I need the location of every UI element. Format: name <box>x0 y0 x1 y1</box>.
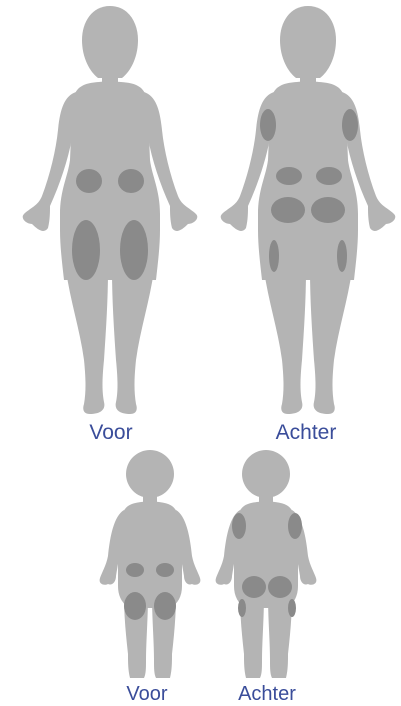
injection-site-buttock-left <box>271 197 305 223</box>
injection-site-lower-back-right <box>316 167 342 185</box>
injection-site-outer-thigh-left <box>269 240 279 272</box>
adult-back-label: Achter <box>264 421 348 445</box>
injection-site-thigh-left <box>72 220 100 280</box>
injection-site-child-buttock-left <box>242 576 266 598</box>
child-front-label: Voor <box>112 682 182 706</box>
injection-site-thigh-right <box>120 220 148 280</box>
injection-site-outer-thigh-right <box>337 240 347 272</box>
injection-site-child-outer-thigh-left <box>238 599 246 617</box>
injection-site-child-thigh-right <box>154 592 176 620</box>
injection-site-child-abdomen-left <box>126 563 144 577</box>
injection-site-abdomen-left <box>76 169 102 193</box>
child-back-label: Achter <box>225 682 309 706</box>
injection-site-abdomen-right <box>118 169 144 193</box>
injection-site-upper-arm-right <box>342 109 358 141</box>
injection-site-child-upper-arm-right <box>288 513 302 539</box>
injection-site-buttock-right <box>311 197 345 223</box>
injection-site-child-abdomen-right <box>156 563 174 577</box>
injection-site-lower-back-left <box>276 167 302 185</box>
adult-front-label: Voor <box>76 421 146 445</box>
injection-site-child-upper-arm-left <box>232 513 246 539</box>
child-front-figure <box>100 450 201 678</box>
adult-front-figure <box>23 6 198 414</box>
injection-site-child-outer-thigh-right <box>288 599 296 617</box>
adult-back-figure <box>221 6 396 414</box>
injection-site-child-thigh-left <box>124 592 146 620</box>
injection-site-child-buttock-right <box>268 576 292 598</box>
injection-site-upper-arm-left <box>260 109 276 141</box>
child-back-figure <box>216 450 317 678</box>
